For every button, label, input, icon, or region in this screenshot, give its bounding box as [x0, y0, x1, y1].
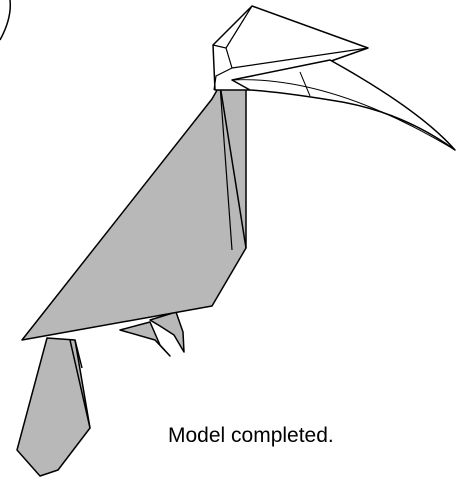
toucan-body — [22, 85, 246, 340]
completion-caption: Model completed. — [168, 424, 334, 448]
toucan-tail — [17, 338, 90, 476]
corner-arc — [0, 0, 10, 40]
toucan-beak — [232, 60, 455, 150]
